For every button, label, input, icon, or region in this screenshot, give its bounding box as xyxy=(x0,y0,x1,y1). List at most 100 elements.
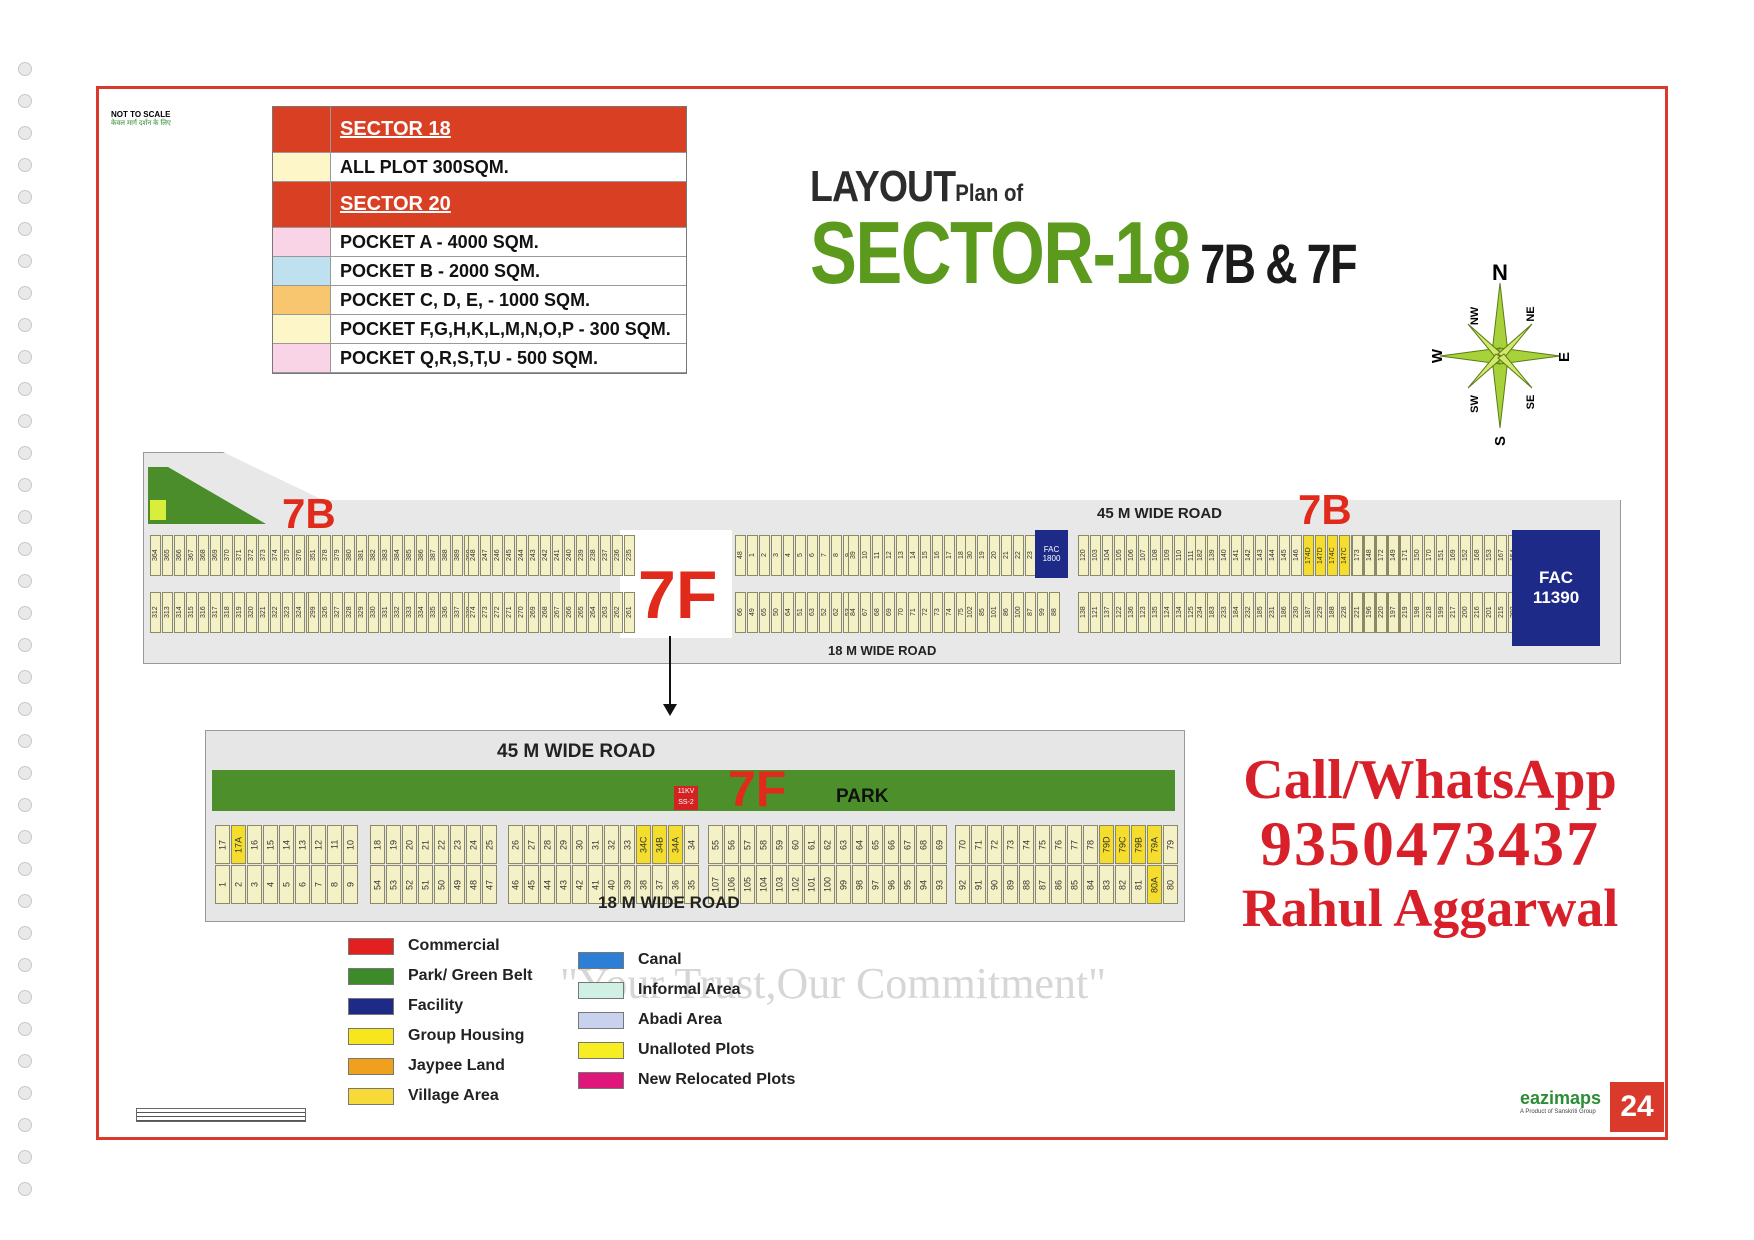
plot-cell[interactable]: 110 xyxy=(1174,535,1185,576)
plot-cell[interactable]: 221 xyxy=(1352,592,1363,633)
plot-cell[interactable]: 78 xyxy=(1083,825,1098,864)
plot-cell[interactable]: 65 xyxy=(759,592,770,633)
plot-cell[interactable]: 79D xyxy=(1099,825,1114,864)
plot-cell[interactable]: 365 xyxy=(162,535,173,576)
plot-cell[interactable]: 372 xyxy=(246,535,257,576)
plot-cell[interactable]: 58 xyxy=(756,825,771,864)
plot-cell[interactable]: 48 xyxy=(735,535,746,576)
plot-cell[interactable]: 200 xyxy=(1460,592,1471,633)
plot-cell[interactable]: 101 xyxy=(989,592,1000,633)
plot-cell[interactable]: 73 xyxy=(932,592,943,633)
plot-cell[interactable]: 330 xyxy=(368,592,379,633)
plot-cell[interactable]: 73 xyxy=(1003,825,1018,864)
plot-cell[interactable]: 49 xyxy=(450,865,465,904)
plot-cell[interactable]: 47 xyxy=(482,865,497,904)
plot-cell[interactable]: 25 xyxy=(482,825,497,864)
plot-cell[interactable]: 333 xyxy=(404,592,415,633)
plot-cell[interactable]: 80 xyxy=(1163,865,1178,904)
plot-cell[interactable]: 141 xyxy=(1231,535,1242,576)
plot-cell[interactable]: 323 xyxy=(282,592,293,633)
plot-cell[interactable]: 69 xyxy=(884,592,895,633)
plot-cell[interactable]: 264 xyxy=(588,592,599,633)
plot-cell[interactable]: 91 xyxy=(971,865,986,904)
plot-cell[interactable]: 150 xyxy=(1412,535,1423,576)
plot-cell[interactable]: 243 xyxy=(528,535,539,576)
plot-cell[interactable]: 244 xyxy=(516,535,527,576)
plot-cell[interactable]: 272 xyxy=(492,592,503,633)
plot-cell[interactable]: 17 xyxy=(215,825,230,864)
plot-cell[interactable]: 235 xyxy=(624,535,635,576)
plot-cell[interactable]: 23 xyxy=(450,825,465,864)
plot-cell[interactable]: 145 xyxy=(1279,535,1290,576)
plot-cell[interactable]: 174C xyxy=(1327,535,1338,576)
plot-cell[interactable]: 81 xyxy=(1131,865,1146,904)
plot-cell[interactable]: 170 xyxy=(1424,535,1435,576)
plot-cell[interactable]: 54 xyxy=(370,865,385,904)
plot-cell[interactable]: 364 xyxy=(150,535,161,576)
plot-cell[interactable]: 167 xyxy=(1496,535,1507,576)
plot-cell[interactable]: 245 xyxy=(504,535,515,576)
plot-cell[interactable]: 188 xyxy=(1327,592,1338,633)
plot-cell[interactable]: 98 xyxy=(852,865,867,904)
plot-cell[interactable]: 50 xyxy=(434,865,449,904)
plot-cell[interactable]: 13 xyxy=(896,535,907,576)
plot-cell[interactable]: 266 xyxy=(564,592,575,633)
plot-cell[interactable]: 103 xyxy=(1090,535,1101,576)
plot-cell[interactable]: 267 xyxy=(552,592,563,633)
plot-cell[interactable]: 29 xyxy=(556,825,571,864)
plot-cell[interactable]: 50 xyxy=(771,592,782,633)
plot-cell[interactable]: 30 xyxy=(572,825,587,864)
plot-cell[interactable]: 174D xyxy=(1303,535,1314,576)
plot-cell[interactable]: 381 xyxy=(356,535,367,576)
plot-cell[interactable]: 368 xyxy=(198,535,209,576)
plot-cell[interactable]: 57 xyxy=(740,825,755,864)
plot-cell[interactable]: 2 xyxy=(759,535,770,576)
plot-cell[interactable]: 239 xyxy=(576,535,587,576)
plot-cell[interactable]: 370 xyxy=(222,535,233,576)
plot-cell[interactable]: 12 xyxy=(311,825,326,864)
plot-cell[interactable]: 138 xyxy=(1078,592,1089,633)
plot-cell[interactable]: 383 xyxy=(380,535,391,576)
plot-cell[interactable]: 30 xyxy=(965,535,976,576)
plot-cell[interactable]: 6 xyxy=(295,865,310,904)
plot-cell[interactable]: 336 xyxy=(440,592,451,633)
plot-cell[interactable]: 326 xyxy=(320,592,331,633)
plot-cell[interactable]: 137 xyxy=(1102,592,1113,633)
plot-cell[interactable]: 64 xyxy=(783,592,794,633)
plot-cell[interactable]: 2 xyxy=(231,865,246,904)
plot-cell[interactable]: 201 xyxy=(1484,592,1495,633)
plot-cell[interactable]: 135 xyxy=(1150,592,1161,633)
plot-cell[interactable]: 45 xyxy=(524,865,539,904)
plot-cell[interactable]: 97 xyxy=(868,865,883,904)
plot-cell[interactable]: 76 xyxy=(1051,825,1066,864)
plot-cell[interactable]: 240 xyxy=(564,535,575,576)
plot-cell[interactable]: 265 xyxy=(576,592,587,633)
plot-cell[interactable]: 20 xyxy=(402,825,417,864)
plot-cell[interactable]: 104 xyxy=(1102,535,1113,576)
plot-cell[interactable]: 247 xyxy=(480,535,491,576)
plot-cell[interactable]: 75 xyxy=(1035,825,1050,864)
plot-cell[interactable]: 380 xyxy=(344,535,355,576)
plot-cell[interactable]: 100 xyxy=(820,865,835,904)
plot-cell[interactable]: 196 xyxy=(1364,592,1375,633)
plot-cell[interactable]: 82 xyxy=(1115,865,1130,904)
plot-cell[interactable]: 146 xyxy=(1291,535,1302,576)
plot-cell[interactable]: 87 xyxy=(1025,592,1036,633)
plot-cell[interactable]: 95 xyxy=(900,865,915,904)
plot-cell[interactable]: 101 xyxy=(804,865,819,904)
plot-cell[interactable]: 85 xyxy=(977,592,988,633)
plot-cell[interactable]: 51 xyxy=(418,865,433,904)
plot-cell[interactable]: 121 xyxy=(1090,592,1101,633)
plot-cell[interactable]: 136 xyxy=(1126,592,1137,633)
plot-cell[interactable]: 34B xyxy=(652,825,667,864)
plot-cell[interactable]: 86 xyxy=(1051,865,1066,904)
plot-cell[interactable]: 140 xyxy=(1219,535,1230,576)
plot-cell[interactable]: 60 xyxy=(788,825,803,864)
plot-cell[interactable]: 17 xyxy=(944,535,955,576)
plot-cell[interactable]: 24 xyxy=(466,825,481,864)
plot-cell[interactable]: 49 xyxy=(747,592,758,633)
plot-cell[interactable]: 39 xyxy=(848,535,859,576)
plot-cell[interactable]: 87 xyxy=(1035,865,1050,904)
plot-cell[interactable]: 315 xyxy=(186,592,197,633)
plot-cell[interactable]: 32 xyxy=(604,825,619,864)
